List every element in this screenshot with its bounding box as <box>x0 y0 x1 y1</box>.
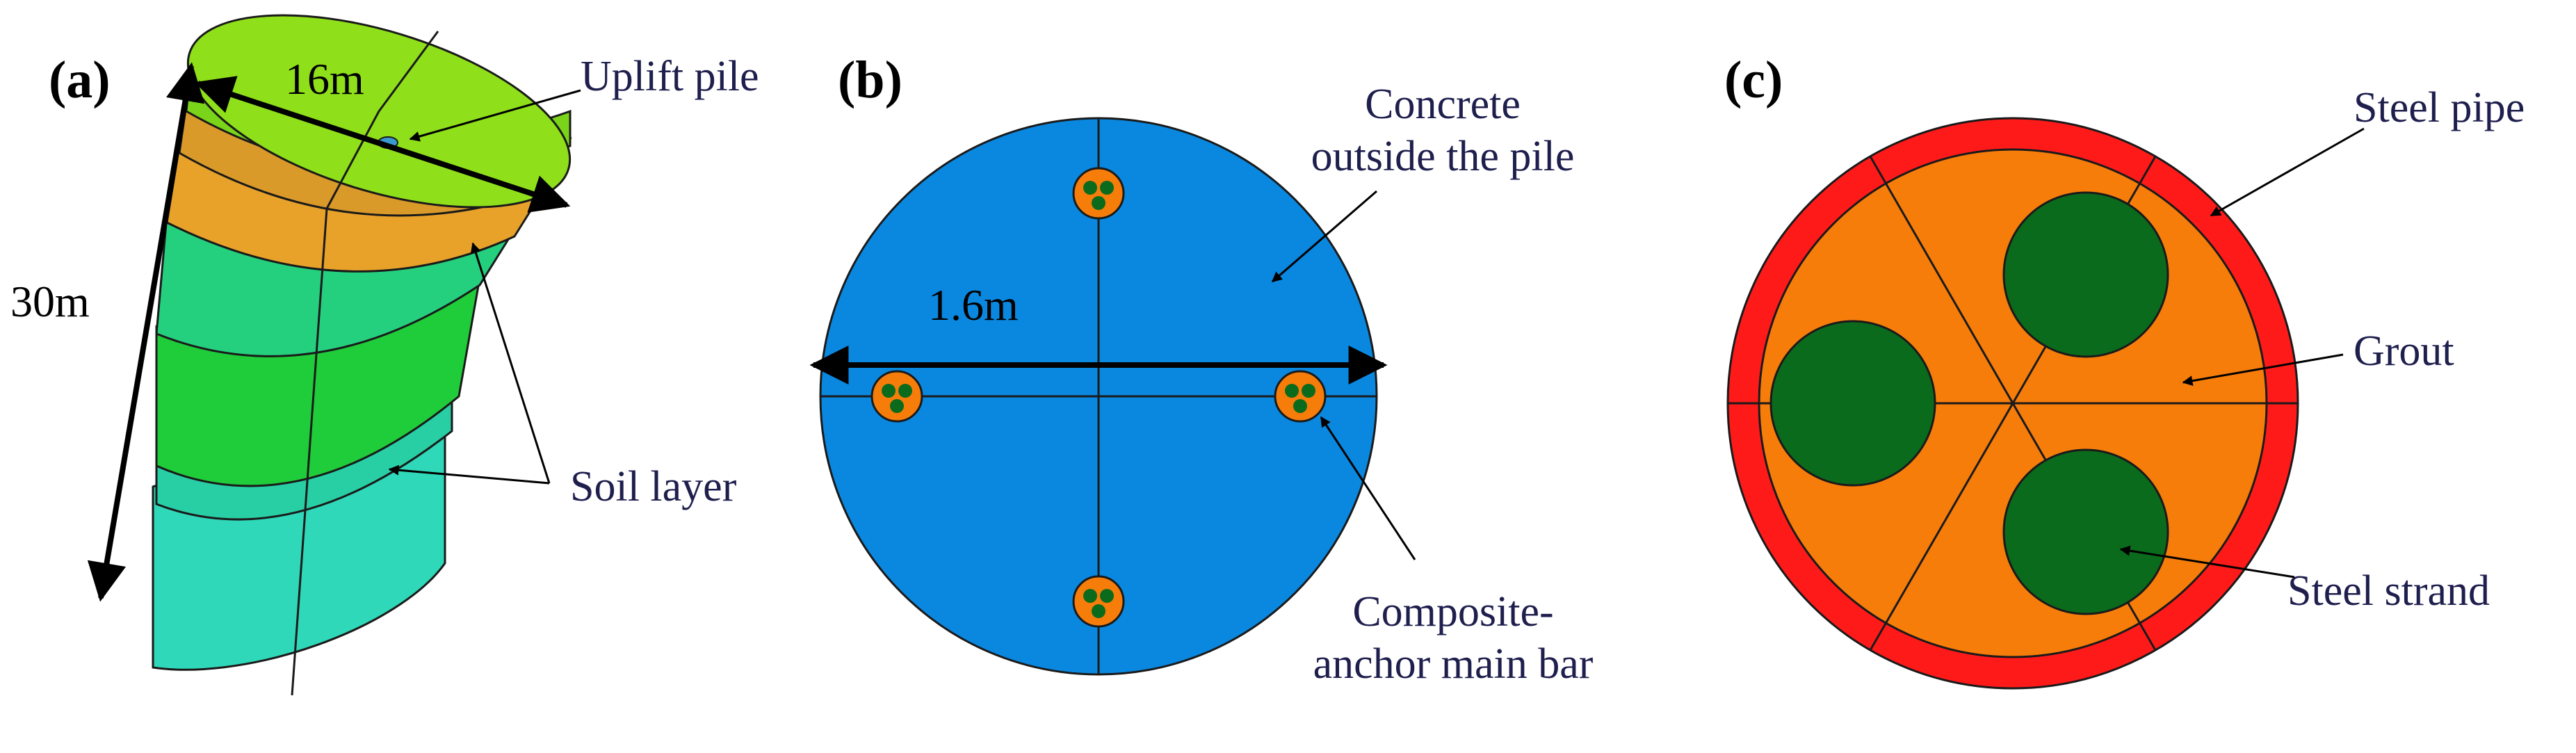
callout-soil-arrow <box>470 242 551 484</box>
dim-diameter-label: 1.6m <box>928 280 1019 330</box>
callout-pipe-arrow <box>2210 127 2365 217</box>
panel-c-label: (c) <box>1724 51 1783 109</box>
panel-c: (c) Steel pipe Grout Steel strand <box>1724 51 2525 690</box>
callout-concrete-line1: Concrete <box>1365 81 1521 128</box>
panel-a-label: (a) <box>49 51 111 109</box>
dim-height-arrow <box>87 62 205 602</box>
soil-cylinder <box>152 14 572 696</box>
side-divider <box>291 208 328 696</box>
callout-bar-arrow <box>1320 416 1416 560</box>
dim-height-label: 30m <box>10 277 90 326</box>
dim-width-arrow <box>194 76 571 213</box>
callout-bar-line1: Composite- <box>1352 588 1553 635</box>
anchor-bar-right <box>1274 370 1327 423</box>
callout-uplift-pile: Uplift pile <box>581 53 759 100</box>
dim-width-label: 16m <box>285 54 364 104</box>
callout-steel-strand: Steel strand <box>2287 567 2490 615</box>
steel-strand-left <box>1769 320 1936 487</box>
callout-concrete-line2: outside the pile <box>1311 133 1575 180</box>
callout-concrete-arrow <box>1271 190 1377 283</box>
callout-soil-arrow-2 <box>388 464 550 485</box>
callout-soil-layer: Soil layer <box>570 463 737 510</box>
steel-strand-bottom <box>2002 448 2169 615</box>
steel-strand-top <box>2002 191 2169 358</box>
panel-b-label: (b) <box>838 51 902 109</box>
anchor-bar-bottom <box>1072 575 1125 628</box>
callout-strand-arrow <box>2119 545 2295 578</box>
callout-uplift-arrow <box>409 89 581 142</box>
anchor-bar-left <box>870 370 923 423</box>
callout-steel-pipe: Steel pipe <box>2354 84 2525 131</box>
callout-grout-arrow <box>2182 353 2344 387</box>
panel-b: (b) 1.6m Concrete outside the pile Com <box>809 51 1594 688</box>
panel-a: (a) 16m 30m <box>10 14 759 696</box>
callout-grout: Grout <box>2354 327 2454 375</box>
anchor-bar-top <box>1072 167 1125 220</box>
callout-bar-line2: anchor main bar <box>1313 640 1594 688</box>
